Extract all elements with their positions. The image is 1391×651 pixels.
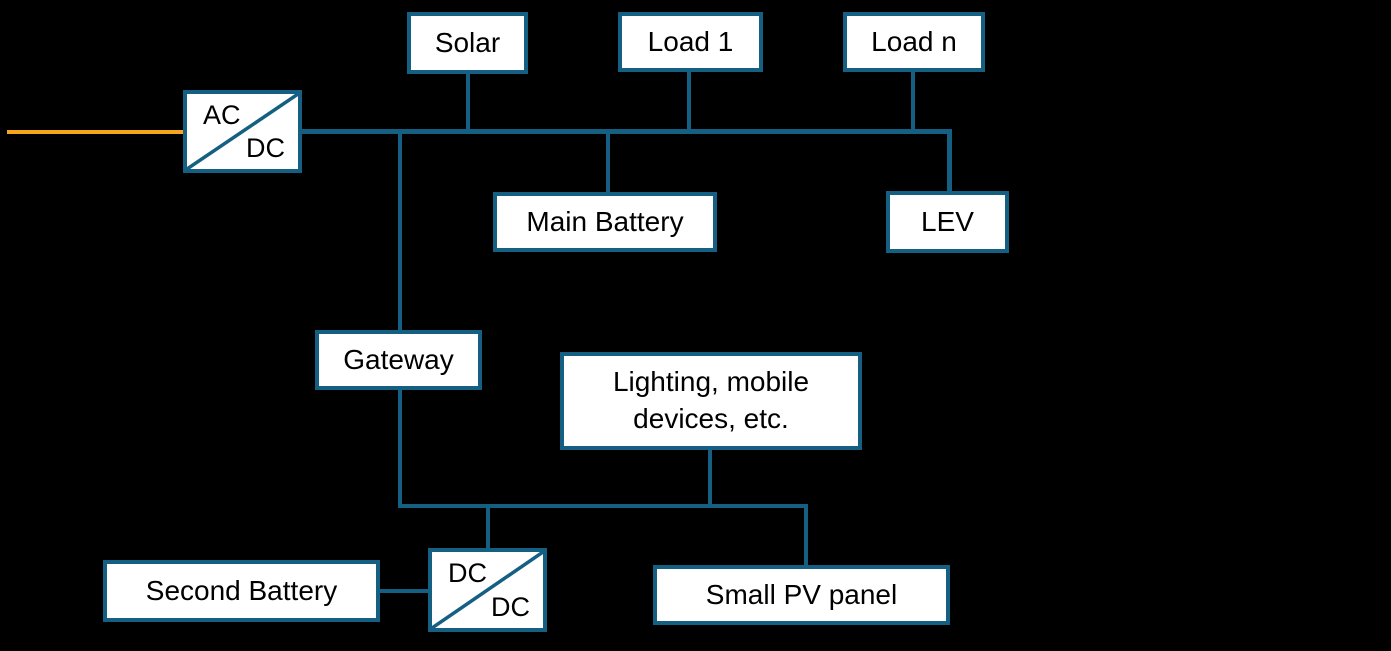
node-label: Load 1 — [647, 25, 734, 57]
connector-load-1-drop — [687, 70, 691, 130]
connector-main-battery-drop — [606, 132, 610, 192]
node-label: Solar — [434, 26, 501, 58]
connector-dc-dc-drop — [486, 506, 490, 550]
connector-dc-bus — [300, 129, 952, 134]
converter-output-label: DC — [246, 133, 285, 163]
node-lighting-loads: Lighting, mobile devices, etc. — [560, 352, 862, 450]
node-load-1: Load 1 — [618, 12, 763, 72]
node-load-n: Load n — [843, 12, 985, 72]
node-label: Gateway — [343, 343, 454, 375]
node-solar: Solar — [407, 12, 528, 74]
node-label: Load n — [871, 25, 957, 57]
node-label: Small PV panel — [705, 578, 898, 610]
converter-diagonal-icon — [187, 94, 298, 169]
node-main-battery: Main Battery — [493, 192, 717, 252]
node-small-pv-panel: Small PV panel — [653, 565, 950, 625]
node-label: Second Battery — [145, 574, 338, 606]
connector-load-n-drop — [911, 70, 915, 130]
node-second-battery: Second Battery — [103, 560, 380, 622]
node-label: Lighting, mobile devices, etc. — [612, 366, 810, 434]
converter-diagonal-icon — [432, 552, 543, 628]
connector-second-battery-link — [378, 589, 430, 593]
converter-input-label: DC — [448, 558, 487, 588]
connector-gateway-lower-drop — [398, 388, 402, 508]
connector-ac-grid-input — [7, 130, 183, 134]
connector-small-pv-drop — [804, 506, 808, 567]
connector-lev-drop — [947, 129, 952, 193]
connector-lower-bus — [398, 504, 808, 508]
connector-bus-to-gateway — [398, 132, 402, 332]
connector-lighting-drop — [708, 448, 712, 506]
node-lev: LEV — [886, 191, 1009, 253]
node-gateway: Gateway — [315, 330, 482, 390]
connector-solar-drop — [466, 72, 470, 130]
converter-output-label: DC — [491, 592, 530, 622]
node-label: Main Battery — [526, 205, 684, 237]
node-label: LEV — [921, 205, 974, 237]
converter-input-label: AC — [203, 100, 241, 130]
